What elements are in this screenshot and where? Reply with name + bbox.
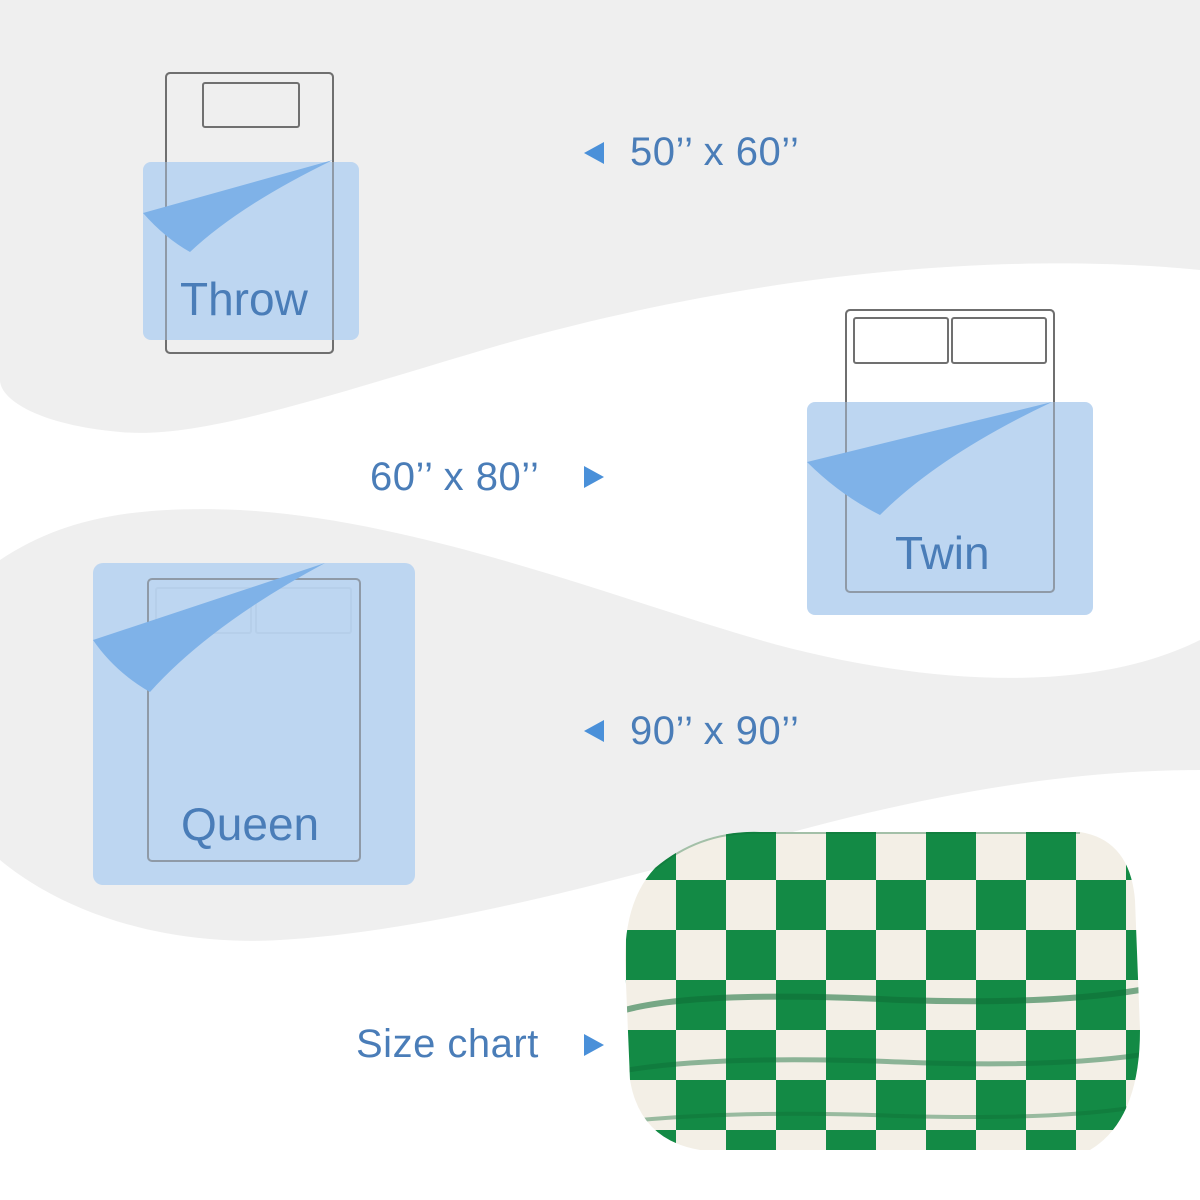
blanket-fold-icon xyxy=(93,563,325,692)
dimensions-twin: 60’’ x 80’’ xyxy=(370,455,540,499)
triangle-left-icon xyxy=(584,142,604,164)
size-name-queen: Queen xyxy=(181,798,320,850)
pillow-icon xyxy=(853,317,949,364)
dimensions-queen: 90’’ x 90’’ xyxy=(630,709,800,753)
bed-icon-overlay xyxy=(147,578,361,862)
triangle-right-icon xyxy=(584,1034,604,1056)
triangle-right-icon xyxy=(584,466,604,488)
size-name-throw: Throw xyxy=(180,273,308,325)
bed-icon-overlay xyxy=(845,309,1055,593)
dimensions-throw: 50’’ x 60’’ xyxy=(630,130,800,174)
pillow-icon xyxy=(951,317,1047,364)
size-chart-label: Size chart xyxy=(356,1022,539,1066)
size-name-twin: Twin xyxy=(895,527,990,579)
pillow-icon xyxy=(202,82,300,128)
triangle-left-icon xyxy=(584,720,604,742)
blanket-fold-icon xyxy=(807,402,1052,515)
blanket-fold-icon xyxy=(143,160,333,252)
